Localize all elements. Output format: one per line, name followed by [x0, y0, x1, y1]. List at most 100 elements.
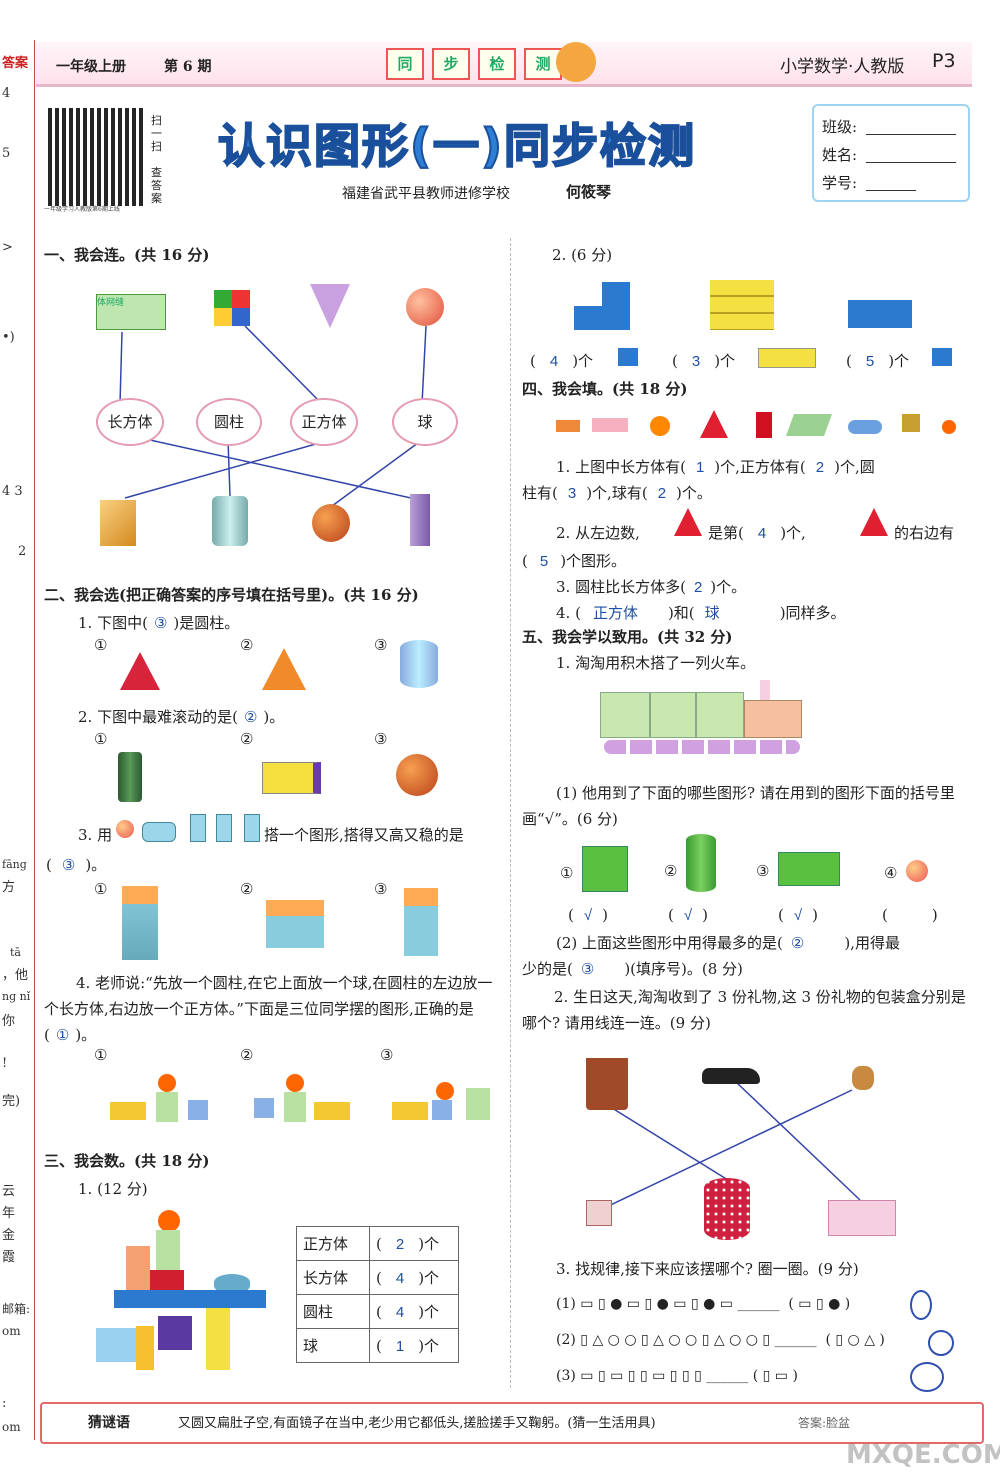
s2-q4-answer[interactable]: ①: [55, 1027, 70, 1044]
tall-box-icon: [410, 494, 430, 546]
option-label: ①: [94, 730, 108, 748]
arrangement-3-icon: [392, 1082, 492, 1126]
qr-side-text: 扫一扫查答案: [151, 114, 162, 205]
s4-q1-line1: 1. 上图中长方体有(1)个,正方体有(2)个,圆: [556, 458, 875, 476]
cone-red-icon: [120, 652, 160, 690]
teddy-bear-icon: [852, 1066, 874, 1090]
qr-caption: 一年级学习人教版第6期上线: [44, 206, 120, 213]
choice-circle[interactable]: [910, 1362, 944, 1392]
stack-a-icon: [574, 282, 630, 330]
subject-label: 小学数学·人教版: [780, 57, 905, 77]
pattern-row-1: (1) ▭ ▯ ● ▭ ▯ ● ▭ ▯ ● ▭ ______ ( ▭ ▯ ● ): [556, 1296, 851, 1312]
strip-mark: 邮箱:: [2, 1302, 31, 1316]
page-number: P3: [932, 50, 956, 72]
riddle-label: 猜谜语: [88, 1415, 130, 1431]
choice-circle[interactable]: [928, 1330, 954, 1356]
round-gift-box-icon: [704, 1178, 750, 1240]
page-title: 认识图形(一)同步检测: [217, 118, 697, 174]
cube-green-icon: [582, 846, 628, 892]
s2-q3-answer[interactable]: ③: [61, 857, 76, 874]
option-label: ①: [94, 636, 108, 654]
page-header: 一年级上册 第 6 期 同 步 检 测 小学数学·人教版 P3: [36, 42, 972, 87]
ball-icon: [406, 288, 444, 326]
strip-mark: !: [2, 1056, 8, 1071]
banner: 同 步 检 测: [382, 44, 592, 80]
tissue-box-icon: 体网缝: [96, 294, 166, 330]
qr-code-icon[interactable]: [48, 108, 146, 206]
strip-mark: 年: [2, 1206, 16, 1221]
cuboid-icon: [244, 814, 260, 842]
s4-q1-line2: 柱有(3)个,球有(2)个。: [522, 484, 712, 502]
arrangement-1-icon: [110, 1074, 210, 1124]
table-row: 长方体(4)个: [296, 1260, 459, 1295]
left-answer-strip: 答案 4 5 > •) 4 3 2 fāng 方 tā ，他 ng nǐ 你 !…: [0, 40, 35, 1440]
cylinder-blue-icon: [400, 640, 438, 688]
class-label: 班级:: [822, 118, 858, 136]
s2-q2-answer[interactable]: ②: [243, 709, 258, 726]
cuboid-icon: [758, 348, 816, 368]
banner-char: 同: [386, 48, 424, 80]
cuboid-green-icon: [778, 852, 840, 886]
s5-q3: 3. 找规律,接下来应该摆哪个? 圈一圈。(9 分): [556, 1260, 859, 1278]
shape-row-icon: [520, 408, 970, 444]
tissue-box-label: 体网缝: [97, 298, 125, 308]
option-label: ②: [240, 636, 254, 654]
table-row: 球(1)个: [296, 1328, 459, 1363]
s2-q1-answer[interactable]: ③: [153, 615, 168, 632]
s4-q2-d: 的右边有: [894, 524, 955, 542]
yellow-cuboid-icon: [262, 762, 321, 794]
option-label: ②: [240, 880, 254, 898]
section5-heading: 五、我会学以致用。(共 32 分): [522, 628, 733, 646]
s3-q2: 2. (6 分): [552, 246, 613, 264]
ball-icon: [906, 860, 928, 882]
class-field[interactable]: [866, 134, 956, 135]
label-sphere: 球: [392, 398, 458, 446]
toy-car-icon: [702, 1068, 760, 1084]
strip-mark: >: [2, 240, 13, 255]
strip-mark: 云: [2, 1184, 16, 1199]
label-cylinder: 圆柱: [196, 398, 262, 446]
strip-mark: tā: [10, 946, 21, 959]
option-label: ②: [240, 1046, 254, 1064]
rubiks-cube-icon: [214, 290, 250, 326]
banner-char: 步: [432, 48, 470, 80]
choice-circle[interactable]: [910, 1290, 932, 1320]
name-field[interactable]: [866, 162, 956, 163]
riddle-footer: 猜谜语 又圆又扁肚子空,有面镜子在当中,老少用它都低头,搓脸搓手又鞠躬。(猜一生…: [40, 1402, 984, 1444]
strip-mark: 完): [2, 1094, 21, 1109]
s4-q4: 4. (正方体)和(球)同样多。: [556, 604, 846, 622]
s2-q4: 4. 老师说:“先放一个圆柱,在它上面放一个球,在圆柱的左边放一个长方体,右边放…: [44, 974, 493, 1044]
s3-q2-ans-2: (3)个: [672, 352, 736, 370]
option-label: ③: [374, 880, 388, 898]
block-structure-icon: [96, 1210, 266, 1370]
strip-mark: 4 3: [2, 484, 23, 499]
pattern-row-3: (3) ▭ ▯ ▭ ▯ ▯ ▭ ▯ ▯ ▯ ______ ( ▯ ▭ ): [556, 1368, 798, 1384]
label-cube: 正方体: [290, 398, 358, 446]
stack-option-2-icon: [266, 900, 324, 948]
count-table: 正方体(2)个 长方体(4)个 圆柱(4)个 球(1)个: [296, 1226, 459, 1363]
s2-q3-answer-line: (③)。: [46, 856, 107, 874]
option-label: ①: [94, 880, 108, 898]
banner-char: 检: [478, 48, 516, 80]
watermark: MXQE.COM: [846, 1440, 1000, 1470]
basketball-icon: [396, 754, 438, 796]
s3-q1: 1. (12 分): [78, 1180, 148, 1198]
s2-q1: 1. 下图中(③)是圆柱。: [78, 614, 240, 632]
answer-tab: 答案: [2, 56, 29, 71]
cylinder-green-icon: [686, 834, 716, 892]
id-field[interactable]: [866, 190, 916, 191]
stack-c-icon: [848, 286, 912, 328]
stack-option-3-icon: [404, 888, 438, 956]
pattern-row-2: (2) ▯ △ ○ ○ ▯ △ ○ ○ ▯ △ ○ ○ ▯ ______ ( ▯…: [556, 1332, 885, 1348]
author-school: 福建省武平县教师进修学校: [342, 186, 510, 202]
lion-mascot-icon: [556, 42, 596, 82]
s2-q3: 3. 用: [78, 826, 113, 844]
s2-q3-text: 搭一个图形,搭得又高又稳的是: [264, 826, 464, 844]
option-label: ④: [884, 864, 898, 882]
s3-q2-ans-3: (5)个: [846, 352, 910, 370]
column-divider: [510, 238, 512, 1388]
option-label: ③: [374, 730, 388, 748]
stack-option-1-icon: [122, 886, 158, 960]
option-label: ③: [756, 862, 770, 880]
id-label: 学号:: [822, 174, 858, 192]
